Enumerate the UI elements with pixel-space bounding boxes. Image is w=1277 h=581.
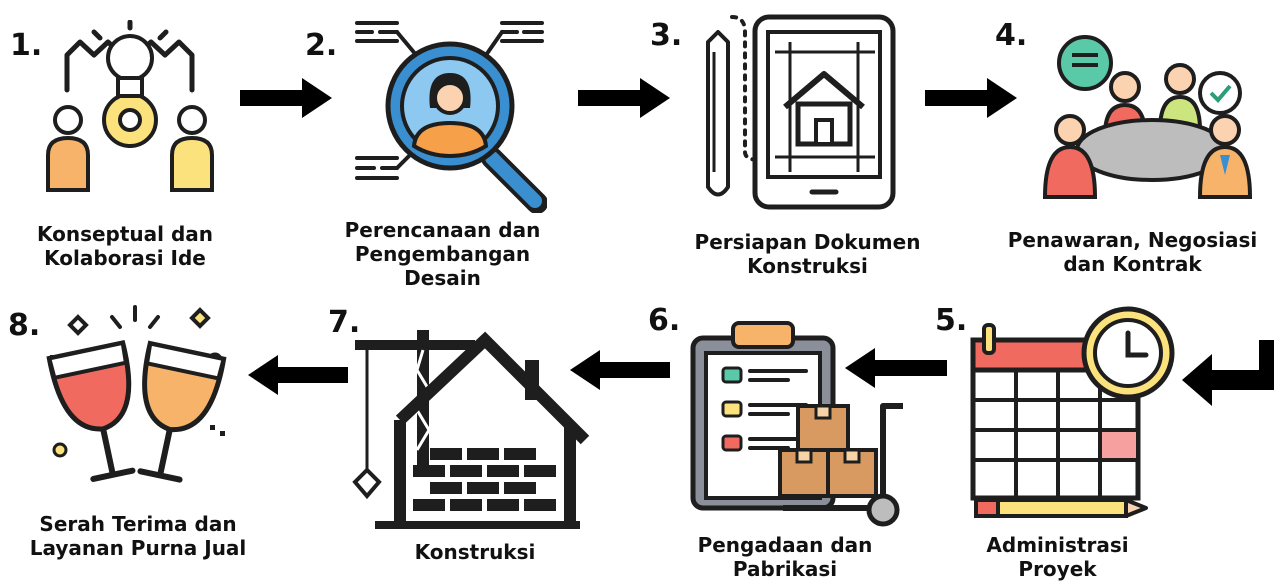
step-4-number: 4. [995,18,1028,53]
step-3-number: 3. [650,18,683,53]
step-6-number: 6. [648,303,681,338]
meeting-table-icon [1040,35,1255,200]
step-2-label: Perencanaan dan Pengembangan Desain [344,218,541,290]
arrow-right-icon [240,78,332,118]
arrow-right-icon [925,78,1017,118]
toast-glasses-icon [40,305,235,495]
step-8-number: 8. [8,308,41,343]
step-5-number: 5. [935,303,968,338]
return-arrow-left-icon [1182,340,1274,406]
collaboration-lightbulb-icon [42,20,217,200]
step-7-label: Konstruksi [414,540,536,564]
step-3-label: Persiapan Dokumen Konstruksi [694,230,921,278]
arrow-right-icon [578,78,670,118]
magnifier-person-icon [352,18,547,213]
step-2-number: 2. [305,28,338,63]
step-7-number: 7. [328,305,361,340]
step-6-label: Pengadaan dan Pabrikasi [697,533,873,581]
tablet-blueprint-icon [700,12,900,212]
arrow-left-icon [248,355,348,395]
house-crane-icon [345,330,590,530]
arrow-left-icon [845,348,947,388]
calendar-clock-icon [968,305,1178,525]
step-8-label: Serah Terima dan Layanan Purna Jual [29,512,247,560]
step-1-number: 1. [10,28,43,63]
arrow-left-icon [570,350,670,390]
step-4-label: Penawaran, Negosiasi dan Kontrak [1007,228,1258,276]
step-1-label: Konseptual dan Kolaborasi Ide [36,222,214,270]
clipboard-boxes-trolley-icon [688,318,918,528]
step-5-label: Administrasi Proyek [986,533,1129,581]
